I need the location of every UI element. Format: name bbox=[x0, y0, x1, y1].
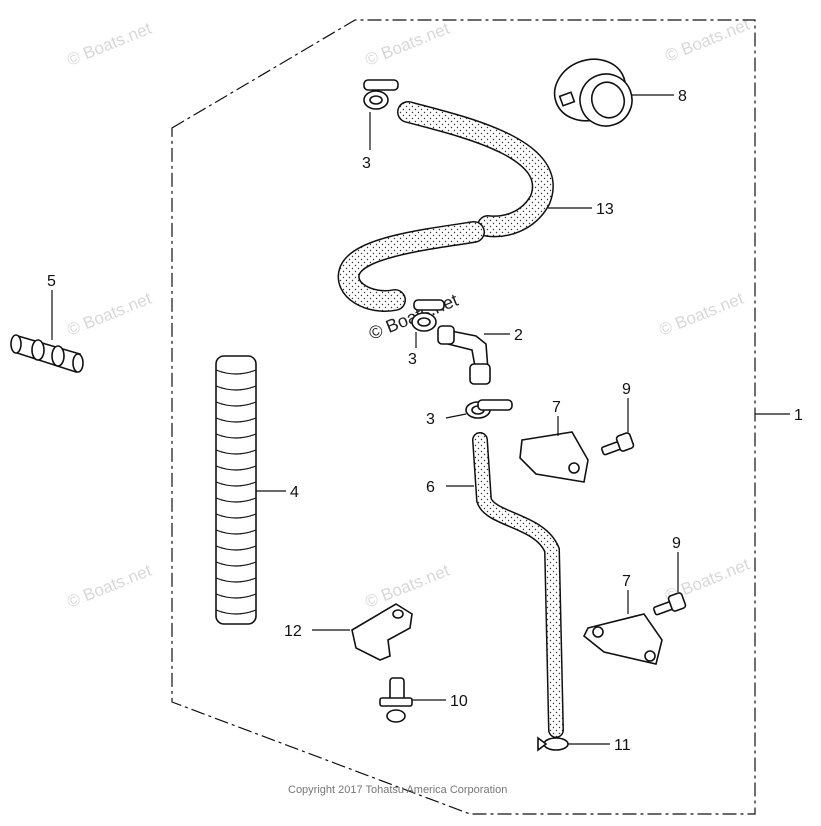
callout-6: 6 bbox=[426, 479, 435, 496]
callout-11: 11 bbox=[614, 737, 631, 754]
elbow-fitting-2 bbox=[437, 325, 491, 385]
bracket-7-upper bbox=[519, 431, 589, 483]
callout-12: 12 bbox=[284, 623, 302, 640]
callout-3: 3 bbox=[408, 351, 417, 368]
clamp-12 bbox=[351, 603, 413, 661]
callout-13: 13 bbox=[596, 201, 614, 218]
watermark: © Boats.net bbox=[64, 19, 154, 70]
watermark: © Boats.net bbox=[662, 15, 752, 66]
hose-clip-3-lower bbox=[465, 399, 513, 419]
spiral-wrap-4 bbox=[215, 355, 257, 625]
callout-4: 4 bbox=[290, 484, 299, 501]
hose-clip-3-top bbox=[363, 79, 399, 110]
screw-9-upper bbox=[600, 432, 635, 456]
callout-7: 7 bbox=[622, 573, 631, 590]
watermark: © Boats.net bbox=[656, 289, 746, 340]
assembly-boundary bbox=[171, 19, 756, 815]
watermark: © Boats.net bbox=[64, 561, 154, 612]
callout-9: 9 bbox=[672, 535, 681, 552]
bracket-7-lower bbox=[582, 613, 663, 665]
watermark: © Boats.net bbox=[362, 561, 452, 612]
hose-connector-5 bbox=[10, 334, 84, 374]
callout-2: 2 bbox=[514, 327, 523, 344]
hose-6 bbox=[472, 432, 564, 738]
callout-8: 8 bbox=[678, 88, 687, 105]
callout-7: 7 bbox=[552, 399, 561, 416]
leader-3-lower bbox=[445, 413, 467, 419]
callout-3: 3 bbox=[426, 411, 435, 428]
callout-5: 5 bbox=[47, 273, 56, 290]
hose-clip-3-mid bbox=[411, 299, 445, 332]
watermark: © Boats.net bbox=[64, 289, 154, 340]
fuel-hose-13 bbox=[337, 101, 554, 312]
callout-10: 10 bbox=[450, 693, 468, 710]
callout-3: 3 bbox=[362, 155, 371, 172]
grommet-8 bbox=[553, 58, 633, 127]
callout-labels: 1 2 3 3 3 4 5 6 7 7 8 9 9 10 11 12 13 bbox=[47, 88, 803, 754]
hose-clip-11 bbox=[537, 736, 569, 752]
callout-9: 9 bbox=[622, 381, 631, 398]
callout-1: 1 bbox=[794, 407, 803, 424]
copyright-notice: Copyright 2017 Tohatsu America Corporati… bbox=[288, 784, 507, 796]
screw-9-lower bbox=[652, 592, 687, 616]
clip-pin-10 bbox=[379, 677, 413, 723]
watermark: © Boats.net bbox=[362, 19, 452, 70]
